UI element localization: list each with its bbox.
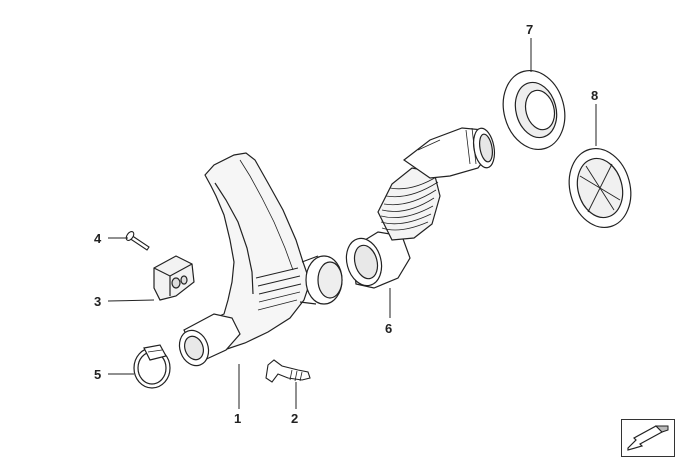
callout-2: 2 <box>291 411 298 426</box>
part-4-bolt[interactable] <box>125 230 149 250</box>
callout-6: 6 <box>385 321 392 336</box>
part-2-clip[interactable] <box>266 360 310 382</box>
callout-4: 4 <box>94 231 102 246</box>
part-1-intake-housing[interactable] <box>175 153 342 370</box>
arrow-down-left-icon <box>627 425 669 451</box>
part-6-intake-hose[interactable] <box>341 127 497 290</box>
callout-5: 5 <box>94 367 101 382</box>
callout-1: 1 <box>234 411 241 426</box>
callout-7: 7 <box>526 22 533 37</box>
leader-lines <box>107 38 597 409</box>
callout-3: 3 <box>94 294 101 309</box>
part-7-grommet[interactable] <box>495 64 574 157</box>
callout-numbers: 1 2 3 4 5 6 7 8 <box>94 22 598 426</box>
navigation-box[interactable] <box>621 419 675 457</box>
part-5-hose-clamp[interactable] <box>134 345 170 388</box>
leader-3 <box>107 299 155 302</box>
part-3-rubber-mount[interactable] <box>154 256 194 300</box>
part-8-cover-cap[interactable] <box>561 142 640 235</box>
callout-8: 8 <box>591 88 598 103</box>
